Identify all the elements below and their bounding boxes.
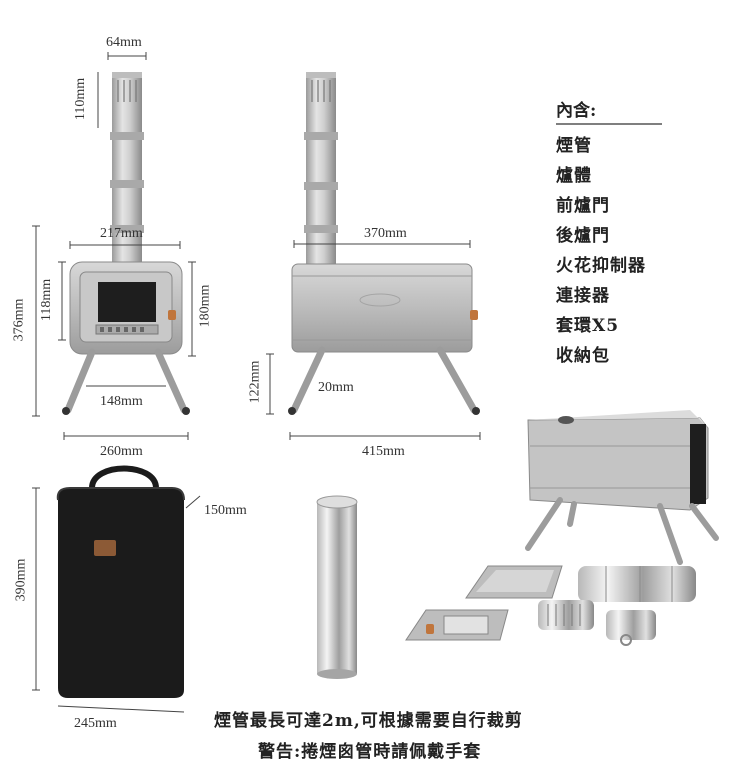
dim-front-body-height: 180mm bbox=[197, 284, 213, 328]
contents-item: 後爐門 bbox=[556, 226, 610, 246]
dimension-lines bbox=[32, 52, 481, 713]
front-view-stove bbox=[62, 72, 190, 415]
contents-item: 收納包 bbox=[556, 346, 610, 366]
accessories bbox=[405, 565, 696, 646]
contents-item: 連接器 bbox=[556, 286, 610, 306]
contents-item: 爐體 bbox=[556, 166, 592, 186]
dim-front-total-height: 376mm bbox=[11, 298, 27, 342]
dim-front-door-height: 118mm bbox=[39, 278, 55, 322]
dim-side-body-length: 370mm bbox=[364, 226, 407, 241]
dim-side-offset: 20mm bbox=[318, 380, 354, 395]
note-pipe-length: 煙管最長可達2m,可根據需要自行裁剪 bbox=[214, 711, 523, 731]
dim-front-body-width: 217mm bbox=[100, 226, 143, 241]
stove-perspective bbox=[525, 410, 719, 565]
contents-item: 火花抑制器 bbox=[556, 256, 646, 276]
dim-bag-width: 245mm bbox=[74, 716, 117, 731]
dim-side-total-length: 415mm bbox=[362, 444, 405, 459]
contents-title: 內含: bbox=[556, 101, 597, 121]
note-warning: 警告:捲煙囪管時請佩戴手套 bbox=[258, 742, 482, 762]
dim-front-total-width: 260mm bbox=[100, 444, 143, 459]
dim-bag-depth: 150mm bbox=[204, 503, 247, 518]
dim-side-leg-height: 122mm bbox=[247, 360, 263, 404]
dim-front-chimney-height: 110mm bbox=[73, 77, 89, 121]
storage-bag bbox=[56, 465, 185, 698]
contents-item: 前爐門 bbox=[556, 196, 610, 216]
side-view-stove bbox=[288, 72, 480, 415]
chimney-pipe bbox=[316, 495, 358, 679]
dim-front-top-width: 64mm bbox=[106, 35, 142, 50]
contents-item: 煙管 bbox=[556, 136, 592, 156]
dim-bag-height: 390mm bbox=[13, 558, 29, 602]
dim-front-leg-width: 148mm bbox=[100, 394, 143, 409]
contents-list: 煙管 爐體 前爐門 後爐門 火花抑制器 連接器 套環X5 收納包 bbox=[556, 131, 646, 371]
contents-item: 套環X5 bbox=[556, 316, 620, 336]
